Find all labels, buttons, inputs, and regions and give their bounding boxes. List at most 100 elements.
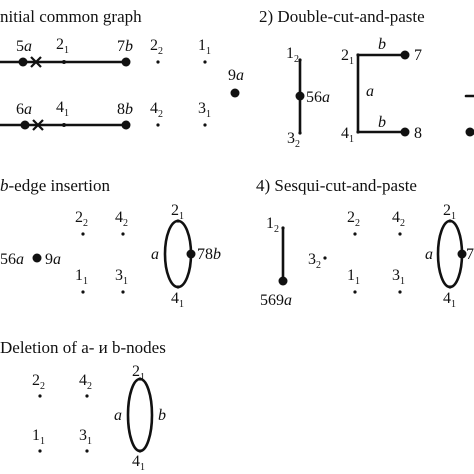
label-2-1-p3: 21 bbox=[171, 202, 184, 222]
node-8 bbox=[400, 127, 410, 137]
cut-mark-top bbox=[30, 56, 42, 68]
label-4-1-p3: 41 bbox=[171, 290, 184, 310]
label-3-1-p5: 31 bbox=[79, 427, 92, 447]
node-5a bbox=[18, 57, 28, 67]
panel-title-b-edge: b-edge insertion bbox=[0, 176, 110, 195]
node-2-1-p4 bbox=[448, 219, 452, 223]
label-1-1-p4: 11 bbox=[347, 267, 360, 287]
node-1-2-p4 bbox=[281, 226, 285, 230]
node-4-1-p5 bbox=[138, 449, 142, 453]
panel-initial-common-graph: nitial common graph 5a 21 7b 22 11 9a 6a… bbox=[0, 7, 244, 131]
node-2-1-p5 bbox=[138, 377, 142, 381]
label-4-2-p4: 42 bbox=[392, 209, 405, 229]
node-3-2 bbox=[298, 131, 302, 135]
label-1-2-p4: 12 bbox=[266, 215, 279, 235]
edge-label-a: a bbox=[366, 83, 374, 100]
label-4-1: 41 bbox=[56, 99, 69, 119]
node-1-1-p5 bbox=[38, 449, 42, 453]
panel-title-initial: nitial common graph bbox=[0, 7, 142, 26]
label-2-2-p5: 22 bbox=[32, 372, 45, 392]
label-9a: 9a bbox=[228, 67, 244, 84]
node-3-1 bbox=[203, 123, 207, 127]
edge-label-a-p3: a bbox=[151, 246, 159, 263]
node-7 bbox=[400, 50, 410, 60]
node-2-1 bbox=[356, 53, 360, 57]
label-4-2: 42 bbox=[150, 100, 163, 120]
label-569a: 569a bbox=[260, 292, 292, 309]
label-2-1-p4: 21 bbox=[443, 202, 456, 222]
node-2-2-p3 bbox=[81, 232, 85, 236]
panel-title-deletion: Deletion of a- и b-nodes bbox=[0, 338, 166, 357]
panel-sesqui-cut-and-paste: 4) Sesqui-cut-and-paste 12 569a 32 22 42… bbox=[256, 176, 474, 310]
label-4-2-p3: 42 bbox=[115, 209, 128, 229]
panel-deletion-of-nodes: Deletion of a- и b-nodes 22 42 11 31 21 … bbox=[0, 338, 166, 473]
label-9a-p3: 9a bbox=[45, 251, 61, 268]
label-3-1: 31 bbox=[198, 100, 211, 120]
node-2-2-p4 bbox=[353, 232, 357, 236]
node-9a bbox=[230, 88, 240, 98]
label-8: 8 bbox=[414, 125, 422, 142]
label-3-1-p4: 31 bbox=[392, 267, 405, 287]
edge-bracket bbox=[356, 53, 407, 134]
label-2-2-p4: 22 bbox=[347, 209, 360, 229]
cut-mark-bottom bbox=[32, 119, 44, 131]
label-1-1-p3: 11 bbox=[75, 267, 88, 287]
label-4-2-p5: 42 bbox=[79, 372, 92, 392]
node-4-1-p4 bbox=[448, 285, 452, 289]
node-4-2 bbox=[156, 123, 160, 127]
label-6a: 6a bbox=[16, 101, 32, 118]
node-3-2-p4 bbox=[323, 256, 327, 260]
node-partial bbox=[465, 127, 474, 137]
node-3-1-p4 bbox=[398, 290, 402, 294]
node-78b bbox=[186, 249, 196, 259]
label-1-1-p5: 11 bbox=[32, 427, 45, 447]
node-2-1 bbox=[62, 60, 66, 64]
node-8b bbox=[121, 120, 131, 130]
label-2-2-p3: 22 bbox=[75, 209, 88, 229]
node-4-1 bbox=[356, 130, 360, 134]
node-2-1-p3 bbox=[176, 219, 180, 223]
label-56a: 56a bbox=[306, 89, 330, 106]
edge-label-a-p5: a bbox=[114, 407, 122, 424]
node-4-2-p5 bbox=[85, 394, 89, 398]
label-7: 7 bbox=[414, 47, 422, 64]
node-3-1-p3 bbox=[121, 290, 125, 294]
label-4-1-p4: 41 bbox=[443, 290, 456, 310]
label-3-1-p3: 31 bbox=[115, 267, 128, 287]
label-1-2: 12 bbox=[286, 45, 299, 65]
label-3-2-p4: 32 bbox=[308, 251, 321, 271]
label-1-1: 11 bbox=[198, 37, 211, 57]
node-3-1-p5 bbox=[85, 449, 89, 453]
edge-label-b-bottom: b bbox=[378, 114, 386, 131]
label-2-1: 21 bbox=[341, 47, 354, 67]
edge-label-b-p5: b bbox=[158, 407, 166, 424]
node-56a bbox=[295, 91, 305, 101]
node-4-2-p4 bbox=[398, 232, 402, 236]
label-2-1: 21 bbox=[56, 36, 69, 56]
node-4-2-p3 bbox=[121, 232, 125, 236]
node-56a-p3 bbox=[32, 253, 42, 263]
label-2-2: 22 bbox=[150, 37, 163, 57]
label-7b: 7b bbox=[117, 38, 133, 55]
node-7-partial bbox=[457, 249, 467, 259]
node-4-1 bbox=[62, 123, 66, 127]
label-5a: 5a bbox=[16, 38, 32, 55]
panel-double-cut-and-paste: 2) Double-cut-and-paste 12 56a 32 21 41 … bbox=[259, 7, 474, 150]
label-4-1-p5: 41 bbox=[132, 453, 145, 473]
node-1-1 bbox=[203, 60, 207, 64]
node-569a bbox=[278, 276, 288, 286]
node-1-1-p3 bbox=[81, 290, 85, 294]
node-2-2 bbox=[156, 60, 160, 64]
node-4-1-p3 bbox=[176, 285, 180, 289]
label-2-1-p5: 21 bbox=[132, 363, 145, 383]
label-78b: 78b bbox=[197, 246, 221, 263]
panel-b-edge-insertion: b-edge insertion 56a 9a 22 42 11 31 21 4… bbox=[0, 176, 221, 310]
label-8b: 8b bbox=[117, 101, 133, 118]
node-1-1-p4 bbox=[353, 290, 357, 294]
label-7-partial: 7 bbox=[466, 246, 474, 263]
node-2-2-p5 bbox=[38, 394, 42, 398]
label-56a-p3: 56a bbox=[0, 251, 24, 268]
node-1-2 bbox=[298, 58, 302, 62]
node-7b bbox=[121, 57, 131, 67]
